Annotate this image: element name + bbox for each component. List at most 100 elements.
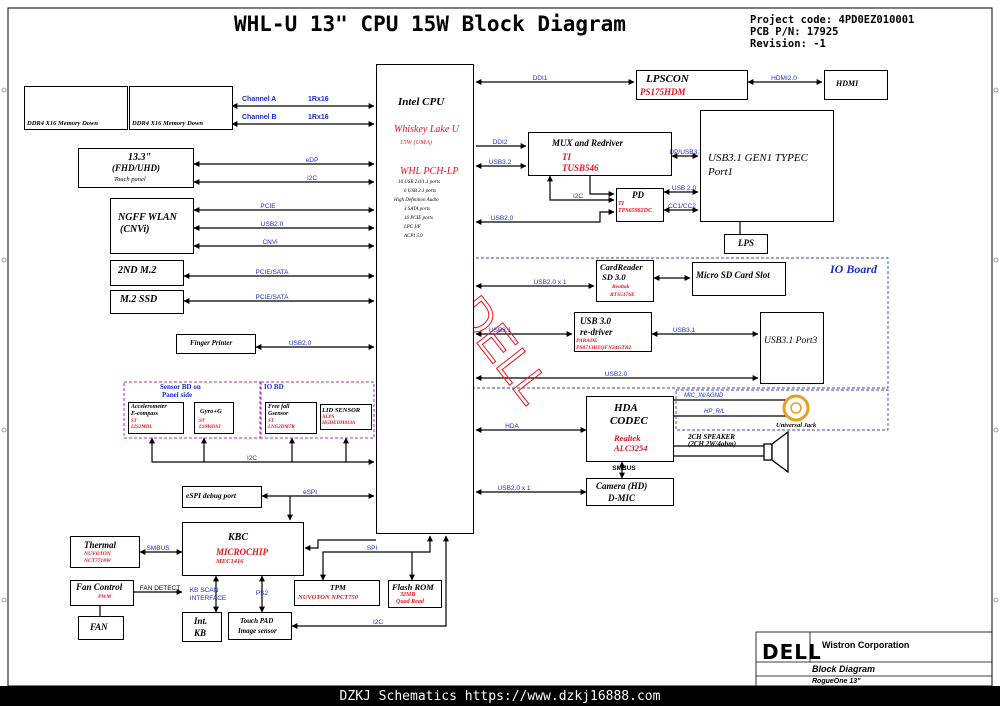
fan-block bbox=[78, 616, 124, 640]
kbc-block bbox=[182, 522, 304, 576]
cpu-name: Intel CPU bbox=[398, 96, 445, 108]
usb20x1-camera-signal: USB2.0 x 1 bbox=[497, 485, 531, 492]
audio-jack-region bbox=[675, 389, 889, 431]
cpu-feature: 6 USB 3.1 ports bbox=[404, 189, 436, 194]
usb32-signal: USB3.2 bbox=[488, 159, 512, 166]
freefall-label: Free fall bbox=[268, 404, 290, 410]
lid-part: HGDEDM013A bbox=[322, 421, 356, 426]
pd-block bbox=[616, 188, 664, 222]
codec-vendor: Realtek bbox=[614, 433, 641, 443]
int-kb-block bbox=[182, 612, 222, 642]
kbc-part: MEC1416 bbox=[216, 558, 244, 565]
io-bd-region bbox=[260, 381, 375, 439]
diagram-title: WHL-U 13" CPU 15W Block Diagram bbox=[234, 12, 626, 36]
int-kb-l1: Int. bbox=[194, 616, 208, 626]
smbus-codec-signal: SMBUS bbox=[612, 465, 636, 472]
touchpad-l1: Touch PAD bbox=[240, 617, 274, 625]
usb20-pd-signal: USB2.0 bbox=[490, 215, 514, 222]
hda-signal: HDA bbox=[505, 423, 519, 430]
camera-block bbox=[586, 478, 674, 506]
usb20-wlan-signal: USB2.0 bbox=[260, 221, 284, 228]
io-board-label: IO Board bbox=[830, 262, 878, 276]
project-name: RogueOne 13" bbox=[812, 678, 861, 685]
accel-vendor: ST bbox=[131, 419, 137, 424]
thermal-block bbox=[70, 536, 140, 568]
thermal-vendor: NUVOTON bbox=[84, 551, 111, 557]
mux-name: MUX and Redriver bbox=[552, 138, 624, 148]
finger-printer-label: Finger Printer bbox=[190, 339, 233, 347]
pcb-number: PCB P/N: 17925 bbox=[750, 26, 839, 38]
mux-part: TUSB546 bbox=[562, 163, 599, 173]
cardreader-l1: CardReader bbox=[600, 262, 643, 272]
interface-signal: INTERFACE bbox=[189, 595, 227, 602]
kbc-name: KBC bbox=[228, 532, 249, 543]
cardreader-vendor: Realtak bbox=[612, 284, 630, 290]
i2c-touchpad-signal: I2C bbox=[372, 619, 384, 626]
tpm-part: NUVOTON NPCT750 bbox=[298, 594, 359, 601]
m2-ssd-label: M.2 SSD bbox=[120, 294, 158, 305]
channel-b-label: Channel B bbox=[242, 114, 277, 121]
freefall-vendor: ST bbox=[268, 419, 274, 424]
cpu-feature: 16 PCIE ports bbox=[404, 216, 433, 221]
microsd-label: Micro SD Card Slot bbox=[696, 270, 770, 280]
mux-block bbox=[528, 132, 672, 176]
usb20x1-cr-signal: USB2.0 x 1 bbox=[533, 279, 567, 286]
io-board-region bbox=[455, 257, 889, 389]
lid-sensor-block bbox=[320, 404, 372, 430]
usb30-redriver-l1: USB 3.0 bbox=[580, 316, 612, 326]
flash-size: 32MB bbox=[400, 592, 416, 598]
gyro-label: Gyro+G bbox=[200, 408, 222, 415]
usb31-port3-block bbox=[760, 312, 824, 384]
camera-l2: D-MIC bbox=[608, 493, 636, 503]
kbscan-signal: KB SCAN bbox=[189, 587, 219, 594]
panel-block bbox=[78, 148, 194, 188]
usb30-redriver-block bbox=[574, 312, 652, 352]
memory-left-block bbox=[24, 86, 128, 130]
fan-label: FAN bbox=[90, 622, 108, 632]
footer-banner: DZKJ Schematics https://www.dzkj16888.co… bbox=[0, 686, 1000, 706]
lpscon-name: LPSCON bbox=[646, 73, 689, 85]
pd-part: TPS65982DC bbox=[618, 208, 653, 214]
memory-right-block bbox=[129, 86, 233, 130]
usb20-port3-signal: USB2.0 bbox=[604, 371, 628, 378]
cpu-block bbox=[376, 64, 474, 534]
i2c-panel-signal: I2C bbox=[306, 175, 318, 182]
cpu-codename: Whiskey Lake U bbox=[394, 124, 459, 135]
cpu-power: 15W (UMA) bbox=[400, 139, 432, 146]
touchpad-block bbox=[228, 612, 292, 640]
flash-rom-block bbox=[388, 580, 442, 608]
codec-part: ALC3254 bbox=[614, 443, 648, 453]
camera-l1: Camera (HD) bbox=[596, 481, 648, 491]
thermal-part: NCT7718W bbox=[84, 558, 111, 564]
gyro-vendor: ST bbox=[199, 419, 205, 424]
wlan-block bbox=[110, 198, 194, 254]
ecompass-label: E-compass bbox=[131, 411, 158, 417]
fan-detect-signal: FAN DETECT bbox=[139, 585, 181, 592]
accelerometer-label: Accelerometer bbox=[131, 404, 167, 410]
channel-a-label: Channel A bbox=[242, 96, 277, 103]
speaker-label: 2CH SPEAKER bbox=[688, 433, 735, 441]
touchpad-l2: Image sensor bbox=[238, 627, 277, 635]
freefall-block bbox=[265, 402, 317, 434]
espi-debug-label: eSPI debug port bbox=[186, 491, 237, 500]
thermal-name: Thermal bbox=[84, 540, 117, 550]
accelerometer-block bbox=[128, 402, 184, 434]
hdmi-block bbox=[824, 70, 888, 100]
pcie-signal: PCIE bbox=[260, 203, 276, 210]
panel-size: 13.3" bbox=[128, 152, 152, 163]
cc-signal: CC1/CC2 bbox=[668, 203, 696, 210]
usb31-out-signal: USB3.1 bbox=[672, 327, 696, 334]
m2-second-block bbox=[110, 260, 184, 286]
fan-control-block bbox=[70, 580, 134, 606]
pd-vendor: TI bbox=[618, 201, 624, 207]
ddi1-signal: DDI1 bbox=[532, 75, 548, 82]
panel-resolution: (FHD/UHD) bbox=[112, 163, 160, 173]
panel-touch: Touch panel bbox=[114, 176, 146, 183]
pch-name: WHL PCH-LP bbox=[400, 166, 459, 177]
i2c-pd-signal: I2C bbox=[572, 193, 584, 200]
sbu-signal: USB 2.0 bbox=[671, 185, 697, 192]
usb30-redriver-l2: re-driver bbox=[580, 327, 613, 337]
espi-debug-block bbox=[182, 486, 262, 508]
gyro-block bbox=[194, 402, 234, 434]
